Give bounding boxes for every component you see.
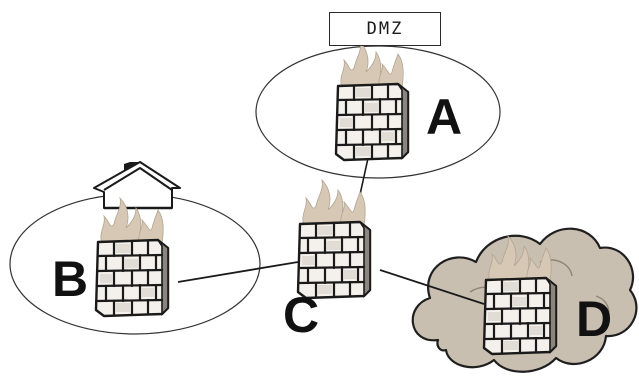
- node-label-c: C: [283, 287, 320, 343]
- house-icon: [93, 161, 181, 210]
- dmz-label: DMZ: [329, 12, 441, 46]
- dmz-zone-ellipse: [255, 45, 501, 179]
- node-label-d: D: [576, 291, 613, 347]
- node-label-a: A: [426, 89, 463, 145]
- link-c-d: [379, 269, 485, 305]
- firewall-icon-b: [94, 196, 170, 318]
- link-b-c: [177, 261, 299, 283]
- firewall-icon-a: [334, 40, 410, 162]
- firewall-icon-c: [296, 178, 372, 300]
- node-label-b: B: [52, 251, 89, 307]
